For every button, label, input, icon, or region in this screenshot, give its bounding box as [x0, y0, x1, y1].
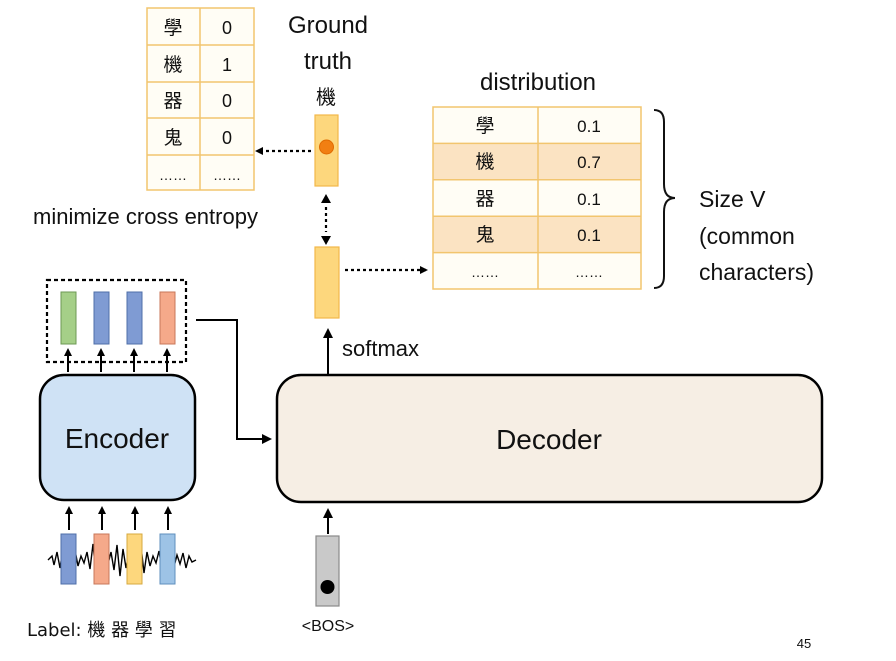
gt-row-char: 機 — [163, 54, 182, 76]
gt-row-char: 鬼 — [163, 127, 182, 149]
dist-row-value: 0.1 — [577, 226, 601, 245]
brace-label: Size V — [699, 186, 766, 212]
ground-truth-char: 機 — [316, 85, 336, 109]
encoder-to-decoder-arrow — [196, 319, 272, 444]
decoder-box — [275, 373, 824, 504]
ground-truth-title: truth — [304, 48, 352, 75]
encoder-output-vector — [60, 291, 77, 345]
gt-row-value: 0 — [222, 91, 232, 111]
bos-token-vector — [315, 535, 340, 607]
acoustic-feature-vector — [93, 533, 110, 585]
encoder-output-vector — [159, 291, 176, 345]
encoder-output-vector — [126, 291, 143, 345]
ground-truth-dot — [319, 139, 334, 155]
dist-row-value: 0.1 — [577, 117, 601, 136]
brace-label: (common — [699, 223, 795, 249]
dist-row-value: …… — [575, 264, 603, 280]
gt-row-char: …… — [159, 167, 187, 183]
gt-row-value: 1 — [222, 55, 232, 75]
encoder-up-arrows — [64, 348, 171, 372]
dist-row-value: 0.7 — [577, 153, 601, 172]
dist-row-value: 0.1 — [577, 190, 601, 209]
decoder-label: Decoder — [496, 424, 602, 455]
ground-truth-table: 學 0 機 1 器 0 鬼 0 …… …… — [146, 7, 255, 191]
page-number: 45 — [797, 636, 811, 651]
encoder-box — [38, 373, 197, 502]
distribution-table: 學 0.1 機 0.7 器 0.1 鬼 0.1 …… …… — [432, 106, 642, 290]
loss-label: minimize cross entropy — [33, 204, 258, 229]
bos-token-dot — [320, 580, 335, 594]
softmax-label: softmax — [342, 336, 419, 361]
brace-label: characters) — [699, 259, 814, 285]
encoder-output-vector — [93, 291, 110, 345]
dist-row-char: 鬼 — [475, 224, 494, 246]
size-brace — [653, 109, 676, 289]
output-distribution-vector — [314, 246, 340, 319]
gt-row-char: 學 — [163, 17, 182, 39]
dist-row-char: 器 — [475, 188, 494, 210]
acoustic-feature-vector — [60, 533, 77, 585]
acoustic-feature-vector — [159, 533, 176, 585]
gt-row-value: 0 — [222, 128, 232, 148]
dist-row-char: 學 — [475, 115, 494, 137]
ground-truth-title: Ground — [288, 12, 368, 39]
gt-row-value: 0 — [222, 18, 232, 38]
dist-row-char: 機 — [475, 151, 494, 173]
gt-row-char: 器 — [163, 90, 182, 112]
distribution-title: distribution — [480, 69, 596, 96]
encoder-input-arrows — [65, 506, 172, 530]
bos-label: <BOS> — [302, 618, 354, 635]
footer-label: Label: 機 器 學 習 — [27, 620, 177, 641]
gt-row-value: …… — [213, 167, 241, 183]
encoder-output-group — [45, 278, 188, 364]
acoustic-feature-vector — [126, 533, 143, 585]
encoder-label: Encoder — [65, 423, 169, 454]
dist-row-char: …… — [471, 264, 499, 280]
